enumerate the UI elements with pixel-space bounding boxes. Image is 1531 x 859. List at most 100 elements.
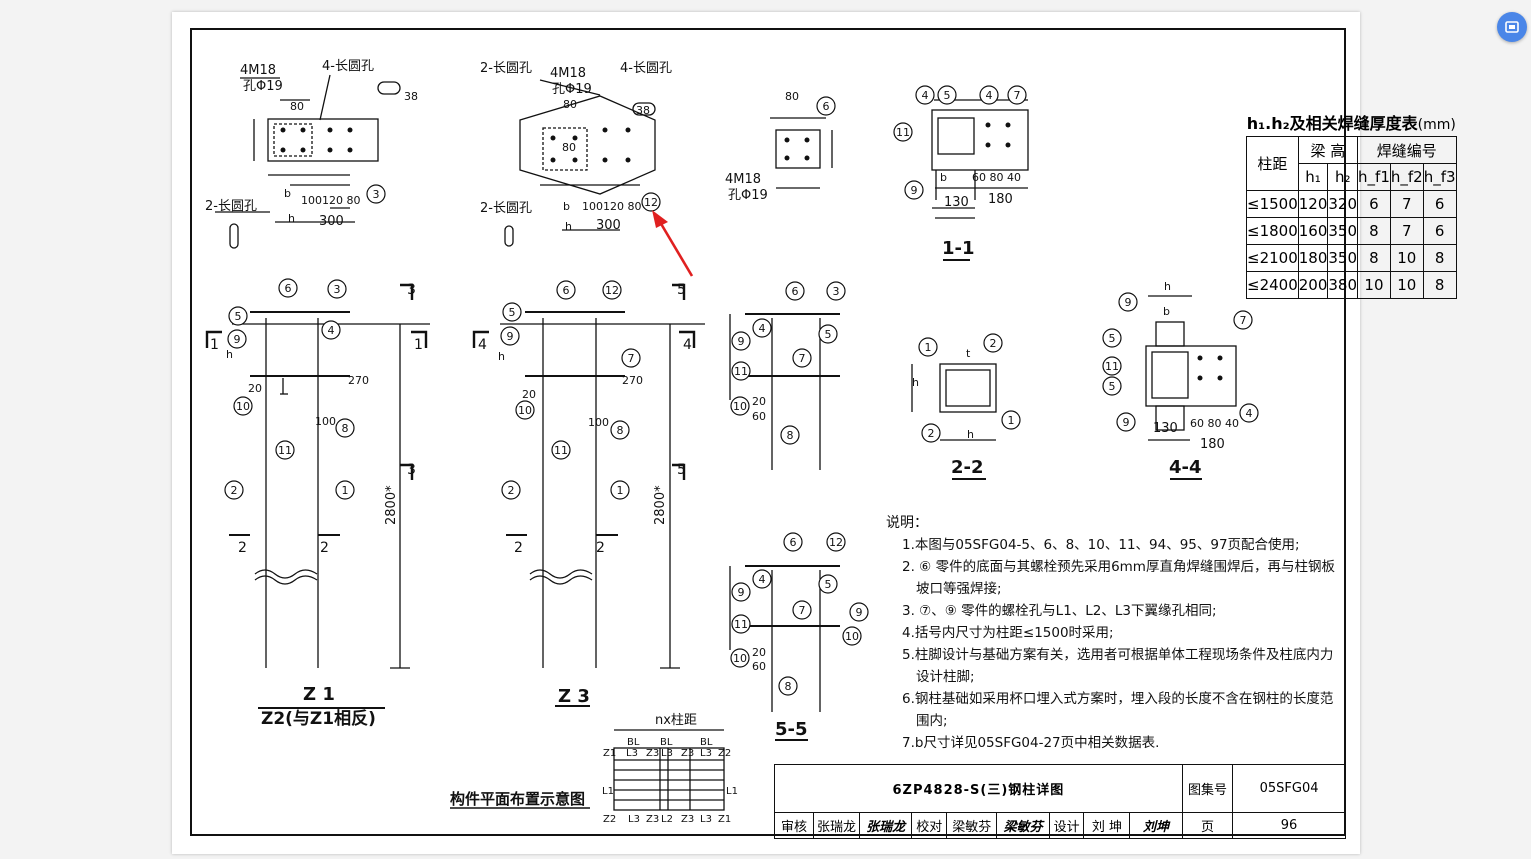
svg-text:5: 5 (1109, 380, 1116, 393)
page-label: 页 (1181, 812, 1234, 839)
svg-text:100120 80: 100120 80 (582, 200, 642, 213)
label-section-5-5: 5-5 (775, 719, 808, 740)
cell-h2: 320 (1327, 190, 1359, 218)
svg-text:20: 20 (752, 395, 766, 408)
cell-h2: 350 (1327, 217, 1359, 245)
svg-text:100: 100 (588, 416, 609, 429)
svg-text:10: 10 (236, 400, 250, 413)
svg-text:7: 7 (799, 352, 806, 365)
note-item: 1.本图与05SFG04-5、6、8、10、11、94、95、97页配合使用; (902, 537, 1300, 553)
cell-hf2: 10 (1389, 244, 1424, 272)
svg-text:9: 9 (1125, 296, 1132, 309)
slot-label-2b: 2-长圆孔 (480, 61, 532, 76)
svg-text:9: 9 (507, 330, 514, 343)
cell-hf2: 7 (1389, 217, 1424, 245)
cell-h2: 380 (1327, 271, 1359, 299)
slot-label-2a: 2-长圆孔 (205, 199, 257, 214)
header-span: 柱距 (1246, 136, 1299, 191)
annotation-arrow (652, 210, 694, 277)
atlas-number: 05SFG04 (1232, 764, 1346, 813)
svg-text:9: 9 (738, 586, 745, 599)
svg-text:80: 80 (785, 90, 799, 103)
svg-text:7: 7 (1014, 89, 1021, 102)
svg-text:20: 20 (752, 646, 766, 659)
svg-text:4: 4 (759, 573, 766, 586)
bolt-label-1: 4M18 (240, 63, 276, 78)
drawing-frame (190, 28, 1346, 836)
svg-text:10: 10 (733, 400, 747, 413)
svg-text:80: 80 (290, 100, 304, 113)
svg-text:5: 5 (235, 310, 242, 323)
label-section-1-1: 1-1 (942, 238, 975, 259)
svg-text:h: h (288, 212, 295, 225)
svg-text:100120 80: 100120 80 (301, 194, 361, 207)
svg-text:L2: L2 (661, 814, 673, 825)
window-icon (1505, 21, 1519, 33)
dim-130-a: 130 (944, 195, 969, 210)
svg-text:b: b (284, 187, 291, 200)
svg-text:2: 2 (238, 540, 247, 556)
svg-text:BL: BL (700, 737, 713, 748)
dim-300-b: 300 (596, 218, 621, 233)
dim-300-a: 300 (319, 214, 344, 229)
svg-text:4: 4 (683, 337, 692, 353)
svg-text:11: 11 (896, 126, 910, 139)
hole-label-3: 孔Φ19 (728, 188, 768, 203)
svg-text:2: 2 (514, 540, 523, 556)
svg-text:9: 9 (1123, 416, 1130, 429)
svg-text:3: 3 (407, 462, 416, 478)
header-beam-height: 梁 高 (1297, 136, 1359, 164)
cell-hf1: 6 (1357, 190, 1391, 218)
svg-text:h: h (498, 350, 505, 363)
svg-text:6: 6 (792, 285, 799, 298)
reviewer-signature: 张瑞龙 (858, 812, 913, 839)
cell-hf3: 8 (1422, 244, 1457, 272)
label-section-2-2: 2-2 (951, 457, 984, 478)
cell-span: ≤2400 (1246, 271, 1299, 299)
check-label: 校对 (911, 812, 948, 839)
notes-heading: 说明： (886, 515, 928, 531)
svg-text:38: 38 (404, 90, 418, 103)
review-label: 审核 (773, 812, 815, 839)
svg-text:1: 1 (210, 337, 219, 353)
svg-text:h: h (565, 220, 572, 233)
header-weld-no: 焊缝编号 (1357, 136, 1457, 164)
note-item: 6.钢柱基础如采用杯口埋入式方案时，埋入段的长度不含在钢柱的长度范围内; (902, 691, 1334, 729)
svg-text:Z1: Z1 (603, 748, 616, 759)
svg-text:10: 10 (733, 652, 747, 665)
svg-text:BL: BL (627, 737, 640, 748)
notes-block: 说明： 1.本图与05SFG04-5、6、8、10、11、94、95、97页配合… (886, 512, 1336, 754)
cell-hf1: 10 (1357, 271, 1391, 299)
svg-text:2: 2 (596, 540, 605, 556)
page-number: 96 (1232, 812, 1346, 839)
svg-text:3: 3 (373, 188, 380, 201)
svg-text:8: 8 (342, 422, 349, 435)
svg-text:1: 1 (342, 484, 349, 497)
svg-text:8: 8 (617, 424, 624, 437)
slot-label-4a: 4-长圆孔 (322, 59, 374, 74)
label-z2: Z2(与Z1相反) (261, 708, 376, 729)
bolt-label-3: 4M18 (725, 172, 761, 187)
svg-text:60 80 40: 60 80 40 (972, 171, 1021, 184)
col-spacing-label: nx柱距 (655, 713, 697, 728)
svg-text:5: 5 (944, 89, 951, 102)
svg-text:2: 2 (231, 484, 238, 497)
svg-text:h: h (967, 428, 974, 441)
svg-text:L3: L3 (700, 748, 712, 759)
svg-text:100: 100 (315, 415, 336, 428)
svg-text:2: 2 (990, 337, 997, 350)
svg-text:10: 10 (845, 630, 859, 643)
svg-text:12: 12 (829, 536, 843, 549)
svg-text:5: 5 (825, 328, 832, 341)
svg-text:L3: L3 (626, 748, 638, 759)
window-button[interactable] (1497, 12, 1527, 42)
svg-text:20: 20 (522, 388, 536, 401)
svg-text:5: 5 (825, 578, 832, 591)
weld-thickness-table: h₁.h₂及相关焊缝厚度表(mm) 柱距 梁 高 焊缝编号 h₁ h₂ h_f1… (1246, 110, 1457, 299)
label-z1: Z 1 (303, 684, 335, 705)
note-item: 2. ⑥ 零件的底面与其螺栓预先采用6mm厚直角焊缝围焊后，再与柱钢板坡口等强焊… (902, 559, 1335, 597)
label-z3: Z 3 (558, 686, 590, 707)
subheader-h1: h₁ (1297, 163, 1329, 191)
